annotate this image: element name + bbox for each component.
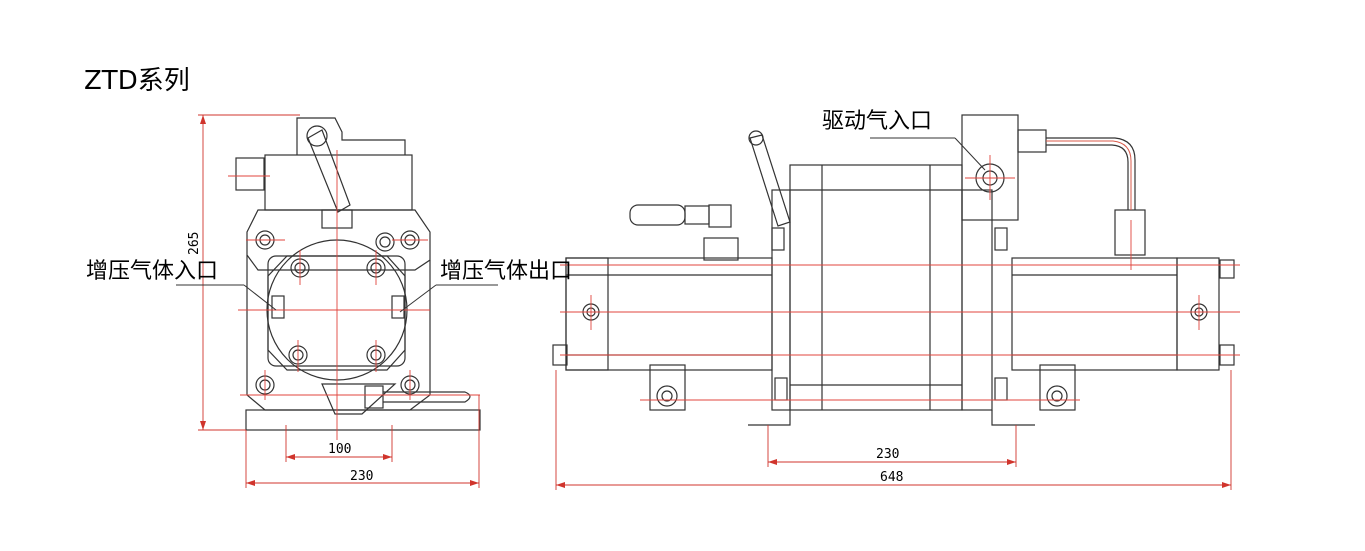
dim-width-230-left: 230 <box>350 469 373 484</box>
side-view <box>552 114 1235 426</box>
label-drive-air-inlet: 驱动气入口 <box>822 109 932 134</box>
dimension-lines <box>198 114 1232 490</box>
page-title: ZTD系列 <box>84 66 190 96</box>
dim-width-100: 100 <box>328 442 351 457</box>
dim-height-265: 265 <box>187 232 202 255</box>
dim-width-230-right: 230 <box>876 447 899 462</box>
center-lines <box>228 150 1240 440</box>
dim-length-648: 648 <box>880 470 903 485</box>
drive-pipe-line <box>1046 140 1132 210</box>
dimension-arrows <box>200 115 1231 488</box>
label-boost-gas-outlet: 增压气体出口 <box>440 259 572 284</box>
leader-lines <box>176 137 986 313</box>
label-boost-gas-inlet: 增压气体入口 <box>86 259 218 284</box>
